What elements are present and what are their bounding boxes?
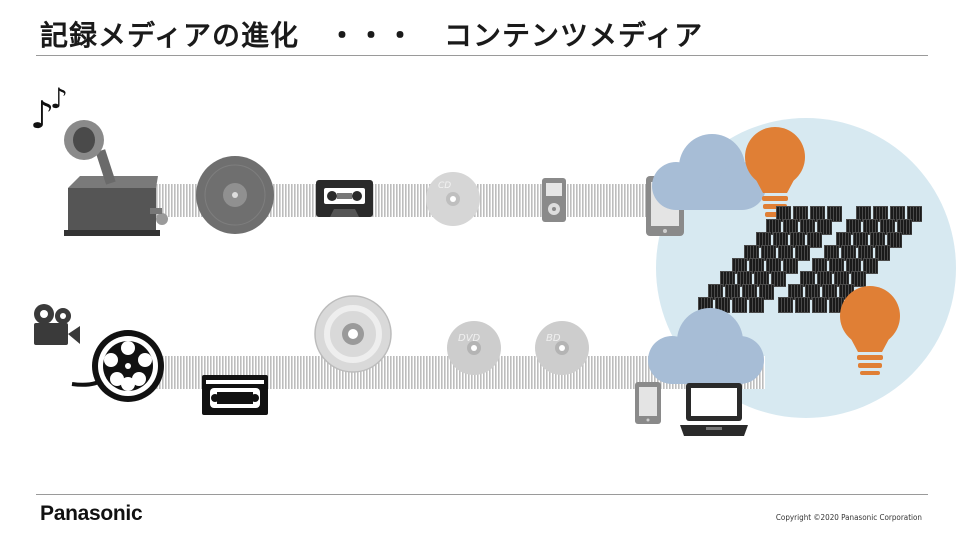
svg-text:♪: ♪ — [50, 82, 68, 115]
dvd-icon: DVD — [447, 321, 501, 375]
laptop-icon — [680, 383, 748, 436]
gramophone-icon — [64, 120, 168, 236]
record-icon — [196, 156, 274, 234]
cloud-icon — [652, 134, 766, 210]
music-note-icon: ♪ ♪ — [30, 82, 68, 137]
copyright-text: Copyright ©2020 Panasonic Corporation — [775, 513, 922, 522]
film-reel-icon — [71, 330, 164, 402]
cassette-icon — [316, 180, 373, 217]
title-divider — [36, 55, 928, 56]
vhs-tape-icon — [202, 375, 268, 415]
footer-divider — [36, 494, 928, 495]
smartphone-icon — [635, 382, 661, 424]
svg-text:♪: ♪ — [30, 93, 54, 137]
movie-camera-icon — [34, 304, 80, 345]
panasonic-logo: Panasonic — [40, 502, 143, 525]
lightbulb-icon — [840, 286, 900, 375]
cloud-icon — [648, 308, 764, 384]
bd-icon: BD — [535, 321, 589, 375]
cd-icon: CD — [426, 172, 480, 226]
dvd-label: DVD — [458, 333, 481, 344]
optical-disc-icon — [314, 295, 392, 373]
bd-label: BD — [546, 333, 561, 344]
music-player-icon — [542, 178, 566, 222]
lightbulb-icon — [745, 127, 805, 217]
page-title: 記録メディアの進化 ・・・ コンテンツメディア — [40, 19, 704, 52]
cd-label: CD — [438, 181, 451, 191]
